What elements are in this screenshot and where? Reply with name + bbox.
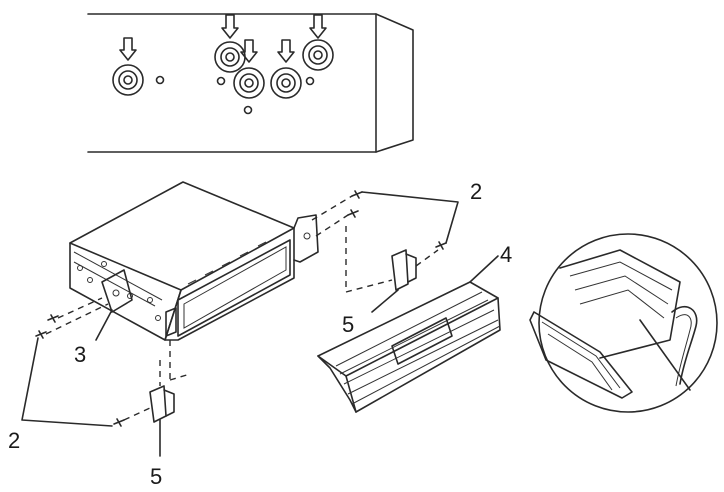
- arrow-down-icon: [119, 37, 137, 61]
- label-screws-upper: 2: [470, 179, 482, 204]
- label-clip-lower: 5: [150, 464, 162, 489]
- trim-frame: [317, 255, 501, 413]
- arrow-down-icon: [277, 39, 295, 63]
- screw-icon: [435, 241, 447, 250]
- label-screws-lower: 2: [8, 428, 20, 453]
- label-clip-upper: 5: [342, 312, 354, 337]
- arrow-down-icon: [309, 14, 327, 39]
- screw-icon: [351, 190, 363, 199]
- rear-panel-view: [87, 13, 414, 153]
- rca-jack-5: [302, 39, 334, 86]
- rca-jack-1: [112, 64, 165, 96]
- radio-chassis: [69, 181, 319, 341]
- mounting-clip-lower: [149, 340, 191, 457]
- rca-jack-2: [214, 41, 246, 86]
- mounting-clip-upper: [345, 226, 439, 313]
- screw-set-lower: [21, 297, 151, 427]
- screw-set-upper: [311, 190, 459, 250]
- screw-icon: [113, 418, 125, 427]
- arrow-down-icon: [240, 39, 258, 63]
- label-trim-frame: 4: [500, 242, 512, 267]
- screw-icon: [347, 209, 359, 218]
- arrow-down-icon: [221, 14, 239, 39]
- screw-icon: [35, 330, 47, 339]
- rca-jack-3: [233, 67, 265, 115]
- detail-magnifier: [529, 233, 718, 413]
- screw-icon: [47, 314, 59, 323]
- side-mount-bracket: [101, 269, 133, 313]
- rca-jack-4: [270, 67, 302, 99]
- label-side-bracket: 3: [74, 342, 86, 367]
